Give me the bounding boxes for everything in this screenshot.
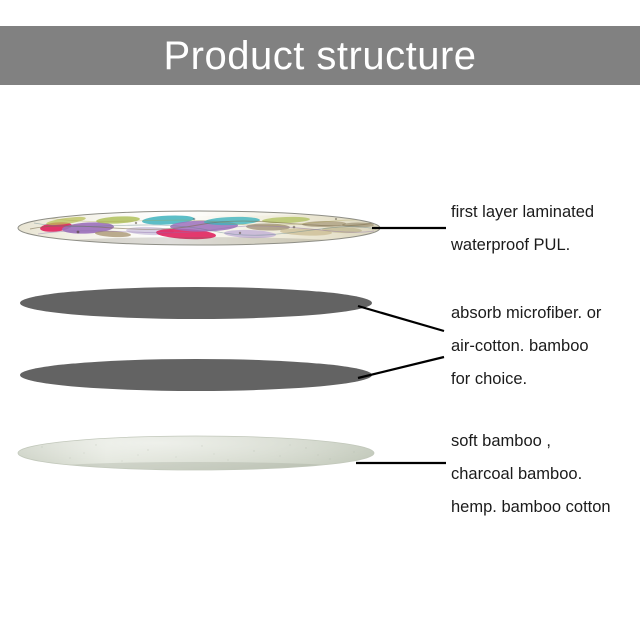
label-line: soft bamboo ,: [451, 432, 551, 450]
page-title: Product structure: [163, 33, 477, 78]
label-line: absorb microfiber. or: [451, 304, 602, 322]
label-line: waterproof PUL.: [451, 236, 571, 254]
header-banner: Product structure: [0, 26, 640, 85]
label-line: hemp. bamboo cotton: [451, 498, 611, 516]
label-absorb-microfiber: absorb microfiber. or air-cotton. bamboo…: [451, 297, 601, 396]
layer-soft-bamboo: [17, 433, 375, 473]
layer-diagram: [0, 85, 640, 640]
label-soft-bamboo: soft bamboo , charcoal bamboo. hemp. bam…: [451, 425, 611, 524]
label-line: for choice.: [451, 370, 528, 388]
layer-absorbent-microfiber: [20, 285, 372, 321]
layer-absorbent-microfiber-2: [20, 357, 372, 393]
label-line: air-cotton. bamboo: [451, 337, 589, 355]
label-line: first layer laminated: [451, 203, 595, 221]
layer-laminated-pul: [17, 207, 381, 249]
label-line: charcoal bamboo.: [451, 465, 583, 483]
label-first-layer-pul: first layer laminated waterproof PUL.: [451, 196, 594, 262]
